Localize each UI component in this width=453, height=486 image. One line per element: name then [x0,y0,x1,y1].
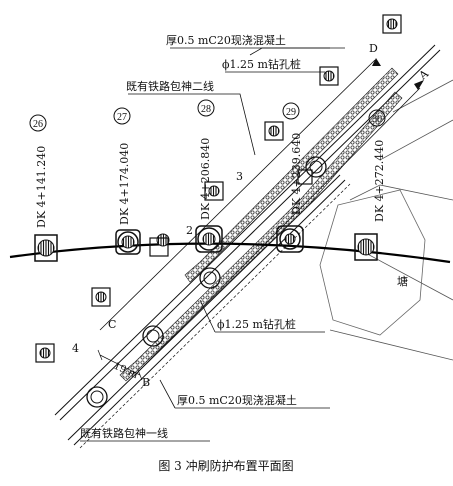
railway-line-2 [54,44,441,421]
rail1-pile [199,267,221,289]
protection-band-upper [184,67,399,283]
pier-foundation-26 [34,234,58,262]
section-marker-D: D [369,42,378,55]
pier-foundation-29 [276,225,304,253]
track-number-4: 4 [72,342,79,355]
rail1-pile [86,386,108,408]
pier-marker-28: 28 DK 4+206.840 [197,99,215,220]
rail-pier [204,181,224,201]
svg-text:27: 27 [117,112,127,123]
svg-text:DK 4+272.440: DK 4+272.440 [373,140,386,222]
leader-concrete-top [249,47,330,56]
rail-pier [264,121,284,141]
label-concrete-bottom: 厚0.5 mC20现浇混凝土 [177,393,297,407]
pier-marker-29: 29 DK 4+239.640 [282,102,303,215]
pond-boundary [329,79,453,361]
pile-marker [156,233,170,247]
track-number-2: 2 [186,224,193,237]
svg-text:DK 4+141.240: DK 4+141.240 [35,146,48,228]
svg-text:DK 4+174.040: DK 4+174.040 [118,143,131,225]
section-arrow-A [414,80,424,90]
svg-text:26: 26 [33,119,43,130]
label-concrete-top: 厚0.5 mC20现浇混凝土 [166,33,286,47]
pier-foundation-27 [115,229,141,255]
svg-text:DK 4+206.840: DK 4+206.840 [199,138,212,220]
svg-text:DK 4+239.640: DK 4+239.640 [290,133,303,215]
protection-band-lower [119,91,403,382]
svg-text:30: 30 [372,114,382,125]
section-line-CD [99,59,376,331]
pier-marker-26: 26 DK 4+141.240 [29,114,48,228]
rail-pier [91,287,111,307]
pond-label: 塘 [397,274,408,288]
section-marker-B: B [142,376,150,389]
section-arrow-D [372,58,381,66]
rail-pier [319,66,339,86]
leader-concrete-bottom-2 [159,379,176,409]
rail-pier [297,169,313,185]
pier-foundation-28 [195,225,223,253]
label-line-2: 既有铁路包神二线 [126,79,214,93]
svg-text:28: 28 [201,104,211,115]
label-line-1: 既有铁路包神一线 [80,426,168,440]
svg-text:29: 29 [286,107,296,118]
pier-foundation-30 [354,233,378,261]
pier-marker-27: 27 DK 4+174.040 [113,107,131,225]
rail1-pile [305,156,327,178]
figure-caption: 图 3 冲刷防护布置平面图 [158,458,293,473]
section-marker-C: C [108,318,116,331]
leader-pile-bottom-2 [199,299,216,333]
bridge-centerline [9,242,451,264]
pier-marker-30: 30 DK 4+272.440 [368,109,386,222]
section-marker-A: A [416,67,432,83]
label-pile-bottom: ϕ1.25 m钻孔桩 [217,317,296,331]
rail-pier [35,343,55,363]
pond-area [319,189,426,336]
label-pile-top: ϕ1.25 m钻孔桩 [222,57,301,71]
rail1-pile [142,325,164,347]
rail-pier [382,14,402,34]
track-number-3: 3 [236,170,243,183]
leader-line-2 [128,93,256,156]
rail-pier [149,237,169,257]
